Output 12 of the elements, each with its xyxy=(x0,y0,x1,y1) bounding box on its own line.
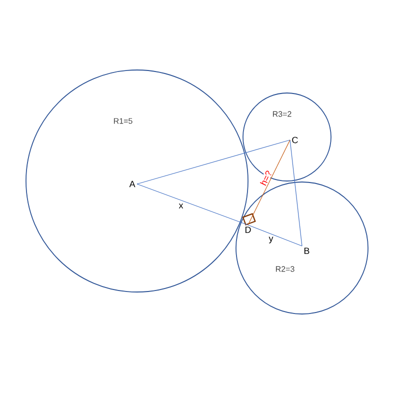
line-segment xyxy=(136,140,290,184)
point-label: C xyxy=(292,136,298,144)
point-label: B xyxy=(304,248,310,254)
line-segment xyxy=(248,224,302,246)
edge-label: h=? xyxy=(259,169,273,187)
line-segment xyxy=(290,140,302,246)
line-segment xyxy=(136,184,248,226)
line-segment xyxy=(248,140,290,226)
edge-label: x xyxy=(178,204,184,208)
edge-label: y xyxy=(268,236,274,244)
point-label: D xyxy=(246,226,251,233)
point-label: A xyxy=(129,180,136,188)
